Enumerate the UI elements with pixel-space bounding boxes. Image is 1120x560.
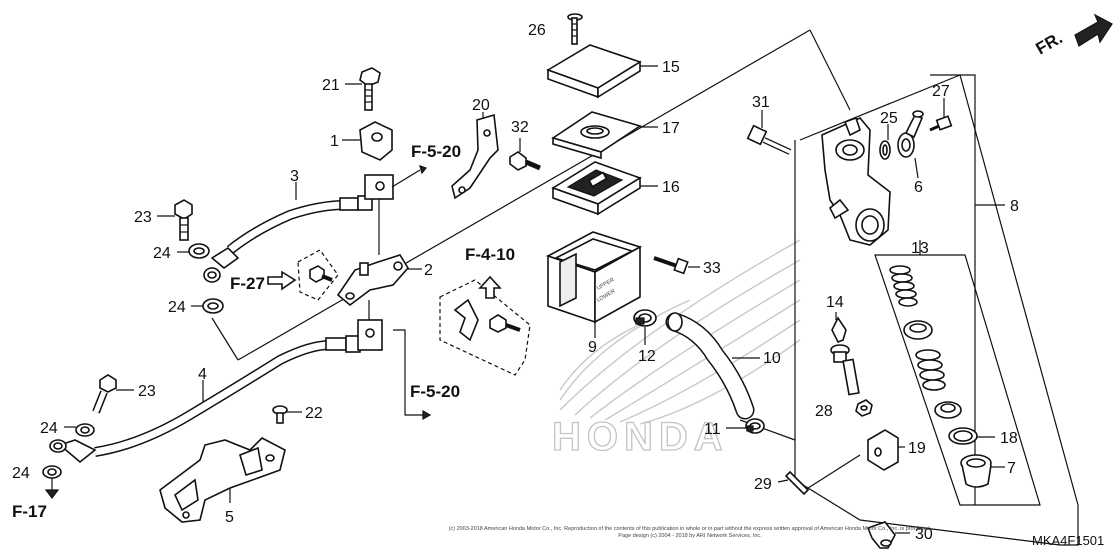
bolt-31 [746, 110, 792, 155]
copyright-line-1: (c) 2003-2018 American Honda Motor Co., … [449, 526, 932, 532]
bolt-21 [345, 67, 381, 111]
ref-f27: F-27 [230, 274, 265, 293]
label-part-30: 30 [915, 526, 933, 543]
o-ring-25 [879, 124, 891, 160]
nut-28 [855, 399, 873, 417]
bolt-33 [653, 256, 700, 275]
hose-guide-5 [159, 437, 286, 523]
honda-watermark-text: HONDA [552, 415, 729, 459]
reference-arrows [391, 165, 432, 421]
reservoir-cap-15 [546, 44, 658, 99]
reservoir-body-9: UPPER LOWER [545, 231, 643, 338]
clip-12 [633, 309, 657, 345]
label-part-20: 20 [472, 97, 490, 114]
bolt-23-upper [157, 199, 193, 241]
label-part-25: 25 [880, 110, 898, 127]
push-rod-14 [830, 312, 860, 396]
label-part-1: 1 [330, 133, 339, 150]
ref-f520-top: F-5-20 [411, 142, 461, 161]
label-part-6: 6 [914, 179, 923, 196]
bolt-32 [509, 138, 541, 171]
front-direction-arrow [1074, 13, 1113, 47]
label-part-11: 11 [704, 421, 721, 438]
label-part-33: 33 [703, 260, 721, 277]
clevis-19 [867, 429, 905, 471]
footer: (c) 2003-2018 American Honda Motor Co., … [449, 526, 1105, 548]
label-part-2: 2 [424, 262, 433, 279]
label-part-26: 26 [528, 22, 546, 39]
label-part-19: 19 [908, 440, 926, 457]
washer-24-b [191, 298, 224, 314]
honda-wing-watermark: HONDA [551, 239, 801, 460]
label-part-24-a: 24 [153, 245, 171, 262]
bolt-23-lower [92, 374, 134, 414]
clip-11 [726, 418, 765, 434]
ref-front: FR. [1033, 28, 1066, 58]
reservoir-hose-10 [665, 312, 760, 420]
piston-set-13 [889, 265, 962, 419]
label-part-23-lower: 23 [138, 383, 156, 400]
label-part-28: 28 [815, 403, 833, 420]
hose-joint-6 [897, 110, 924, 179]
brake-hose-3 [203, 174, 394, 283]
bracket-2 [336, 254, 422, 307]
label-part-5: 5 [225, 509, 234, 526]
boot-7 [960, 454, 1005, 488]
label-part-14: 14 [826, 294, 844, 311]
label-part-8: 8 [1010, 198, 1019, 215]
label-part-13: 13 [911, 240, 929, 257]
ref-f17: F-17 [12, 502, 47, 521]
label-part-7: 7 [1007, 460, 1016, 477]
label-part-22: 22 [305, 405, 323, 422]
washer-24-d [42, 465, 62, 499]
label-part-29: 29 [754, 476, 772, 493]
label-part-16: 16 [662, 179, 680, 196]
label-part-3: 3 [290, 168, 299, 185]
screw-22 [272, 405, 302, 424]
cotter-pin-29 [777, 470, 810, 496]
washer-24-c [64, 423, 95, 437]
screw-26 [567, 13, 583, 45]
master-cylinder-body [821, 116, 891, 246]
screw-27 [929, 98, 953, 132]
label-part-24-c: 24 [40, 420, 58, 437]
brake-hose-4 [49, 300, 383, 464]
diaphragm-plate-17 [551, 111, 658, 160]
bracket-20 [451, 112, 499, 200]
clamp-1 [342, 121, 393, 161]
label-part-21: 21 [322, 77, 340, 94]
joint-pin-30 [866, 521, 910, 549]
label-part-23-upper: 23 [134, 209, 152, 226]
spring [889, 265, 918, 307]
piston [915, 349, 946, 391]
ref-f520-bottom: F-5-20 [410, 382, 460, 401]
ref-f410: F-4-10 [465, 245, 515, 264]
part-number-labels: 1 2 3 4 5 6 7 8 9 10 11 12 13 14 15 16 1… [12, 22, 1019, 543]
diagram-code: MKA4F1501 [1032, 533, 1104, 548]
label-part-32: 32 [511, 119, 529, 136]
washer-24-a [177, 243, 210, 259]
f410-dashed-box [439, 275, 531, 376]
label-part-24-b: 24 [168, 299, 186, 316]
f27-dashed-box [267, 249, 339, 301]
label-part-24-d: 24 [12, 465, 30, 482]
label-part-17: 17 [662, 120, 680, 137]
circlip-18 [948, 427, 995, 445]
copyright-line-2: Page design (c) 2004 - 2018 by ARI Netwo… [618, 533, 762, 539]
label-part-27: 27 [932, 83, 950, 100]
diaphragm-16 [551, 161, 658, 216]
label-part-12: 12 [638, 348, 656, 365]
label-part-15: 15 [662, 59, 680, 76]
label-part-31: 31 [752, 94, 770, 111]
label-part-4: 4 [198, 366, 207, 383]
label-part-10: 10 [763, 350, 781, 367]
leader-lines [211, 29, 1079, 546]
label-part-9: 9 [588, 339, 597, 356]
label-part-18: 18 [1000, 430, 1018, 447]
